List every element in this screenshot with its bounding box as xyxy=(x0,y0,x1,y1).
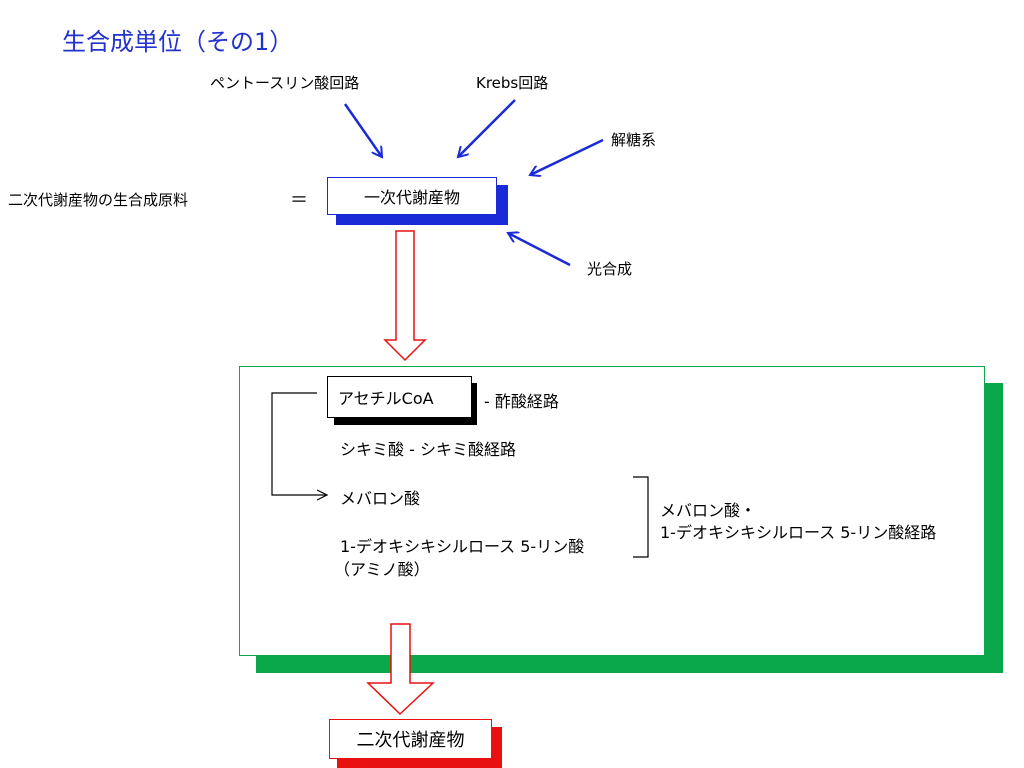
mevalonic-acid-label: メバロン酸 xyxy=(340,489,421,508)
primary-metabolite-box: 一次代謝産物 xyxy=(327,177,497,215)
glycolysis-arrow xyxy=(530,138,604,175)
acetyl-coa-box: アセチルCoA xyxy=(327,376,472,418)
combined-pathway-line2: 1-デオキシキシルロース 5-リン酸経路 xyxy=(660,523,937,542)
raw-material-label: 二次代謝産物の生合成原料 xyxy=(8,191,189,209)
pathway-bracket xyxy=(633,476,649,558)
deoxyxylulose-label: 1-デオキシキシルロース 5-リン酸 xyxy=(340,537,585,556)
amino-acid-label: （アミノ酸） xyxy=(334,560,430,579)
photosynthesis-label: 光合成 xyxy=(587,260,633,278)
page-title: 生合成単位（その1） xyxy=(62,28,294,56)
acetate-pathway-label: - 酢酸経路 xyxy=(484,392,559,411)
shikimic-acid-label: シキミ酸 - シキミ酸経路 xyxy=(340,440,516,459)
equals-sign: ＝ xyxy=(290,190,308,211)
glycolysis-label: 解糖系 xyxy=(611,131,657,149)
photosynthesis-arrow xyxy=(508,233,571,267)
krebs-cycle-label: Krebs回路 xyxy=(476,74,549,92)
pentose-phosphate-label: ペントースリン酸回路 xyxy=(210,74,360,92)
secondary-metabolite-text: 二次代謝産物 xyxy=(356,730,465,751)
secondary-metabolite-box: 二次代謝産物 xyxy=(329,719,492,759)
combined-pathway-line1: メバロン酸・ xyxy=(660,501,757,520)
acetyl-to-mevalonic-connector xyxy=(271,392,327,495)
down-arrow-upper xyxy=(383,230,427,362)
primary-metabolite-text: 一次代謝産物 xyxy=(363,188,460,207)
acetyl-coa-text: アセチルCoA xyxy=(338,389,434,408)
pentose-arrow xyxy=(343,103,382,157)
krebs-arrow xyxy=(458,99,516,157)
down-arrow-lower xyxy=(366,623,435,716)
